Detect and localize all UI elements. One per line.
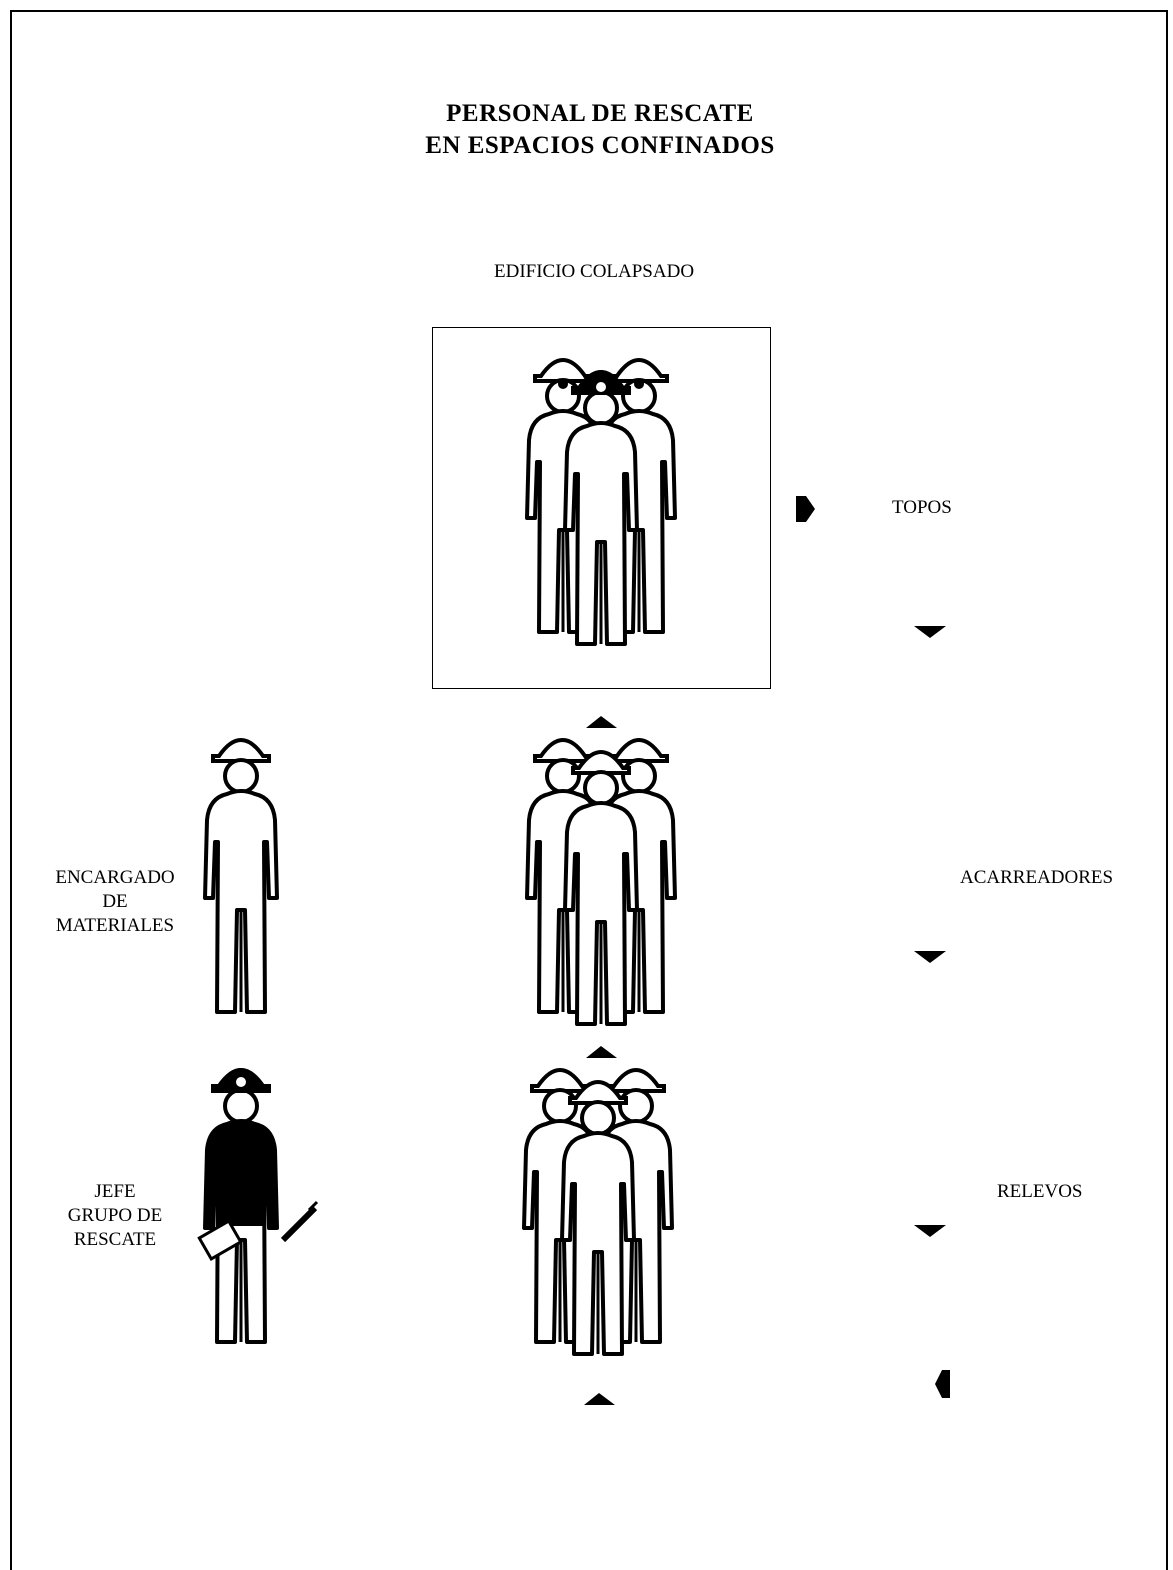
materiales-line-1: ENCARGADO — [55, 867, 175, 888]
arrow-right-topos — [796, 496, 815, 522]
collapsed-building-box — [432, 327, 771, 689]
page-frame — [10, 10, 1168, 1570]
acarreadores-group-figure — [527, 740, 675, 1024]
arrow-left-bottom — [935, 1370, 950, 1398]
encargado-materiales-figure — [203, 738, 279, 1014]
title-line-1: PERSONAL DE RESCATE — [446, 100, 754, 127]
arrow-down-1 — [914, 626, 946, 638]
title-line-2: EN ESPACIOS CONFINADOS — [425, 132, 775, 159]
label-jefe-grupo: JEFE GRUPO DE RESCATE — [40, 1180, 190, 1252]
jefe-rescate-figure — [197, 1068, 319, 1344]
jefe-line-1: JEFE — [94, 1181, 136, 1202]
label-topos: TOPOS — [892, 497, 952, 518]
label-acarreadores: ACARREADORES — [960, 867, 1114, 888]
label-relevos: RELEVOS — [997, 1181, 1083, 1202]
topos-group-figure — [527, 360, 675, 644]
materiales-line-3: MATERIALES — [55, 915, 175, 936]
materiales-line-2: DE — [102, 891, 128, 912]
relevos-group-figure — [524, 1070, 672, 1354]
diagram-title: PERSONAL DE RESCATE EN ESPACIOS CONFINAD… — [300, 98, 900, 162]
arrows — [584, 496, 950, 1405]
arrow-down-2 — [914, 951, 946, 963]
building-label: EDIFICIO COLAPSADO — [494, 261, 695, 282]
label-encargado-materiales: ENCARGADO DE MATERIALES — [40, 866, 190, 938]
jefe-line-2: GRUPO DE — [67, 1205, 163, 1226]
jefe-line-3: RESCATE — [73, 1229, 157, 1250]
arrow-down-3 — [914, 1225, 946, 1237]
arrow-up-2 — [586, 1046, 617, 1058]
arrow-up-3 — [584, 1393, 615, 1405]
arrow-up-1 — [586, 716, 617, 728]
